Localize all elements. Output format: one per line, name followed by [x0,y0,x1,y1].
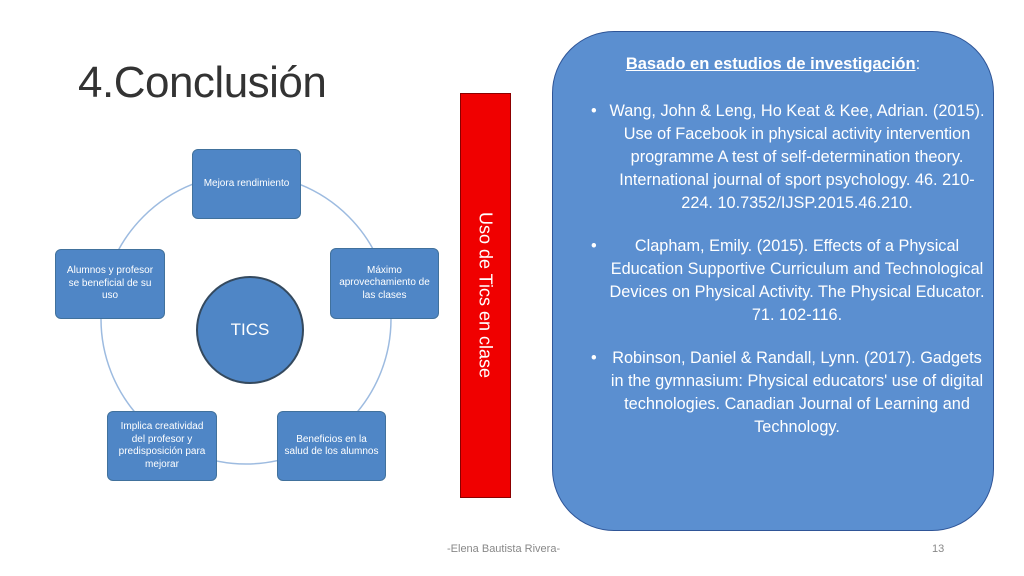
reference-text-clapham: Clapham, Emily. (2015). Effects of a Phy… [609,237,985,324]
uso-tics-bar [460,93,511,498]
references-heading-colon: : [915,55,921,73]
reference-item: • Clapham, Emily. (2015). Effects of a P… [591,235,985,327]
cycle-node-alumnos-profesor: Alumnos y profesor se beneficial de su u… [55,249,165,319]
cycle-node-beneficios-salud: Beneficios en la salud de los alumnos [277,411,386,481]
references-box: Basado en estudios de investigación: • W… [552,31,994,531]
reference-text-wang: Wang, John & Leng, Ho Keat & Kee, Adrian… [609,102,985,212]
reference-text-robinson: Robinson, Daniel & Randall, Lynn. (2017)… [610,349,984,436]
cycle-node-mejora-rendimiento: Mejora rendimiento [192,149,301,219]
bullet: • [591,102,597,120]
references-heading: Basado en estudios de investigación: [553,55,993,74]
references-list: • Wang, John & Leng, Ho Keat & Kee, Adri… [591,100,985,459]
bullet: • [591,237,597,255]
reference-item: • Robinson, Daniel & Randall, Lynn. (201… [591,347,985,439]
bullet: • [591,349,597,367]
slide-title: 4.Conclusión [78,58,327,107]
center-node-tics: TICS [196,276,304,384]
uso-tics-label: Uso de Tics en clase [475,211,496,379]
cycle-node-implica-creatividad: Implica creatividad del profesor y predi… [107,411,217,481]
reference-item: • Wang, John & Leng, Ho Keat & Kee, Adri… [591,100,985,215]
references-heading-text: Basado en estudios de investigación [625,55,916,73]
page-number: 13 [932,543,945,555]
cycle-node-maximo-aprovechamiento: Máximo aprovechamiento de las clases [330,248,439,319]
footer-author: -Elena Bautista Rivera- [447,543,561,555]
